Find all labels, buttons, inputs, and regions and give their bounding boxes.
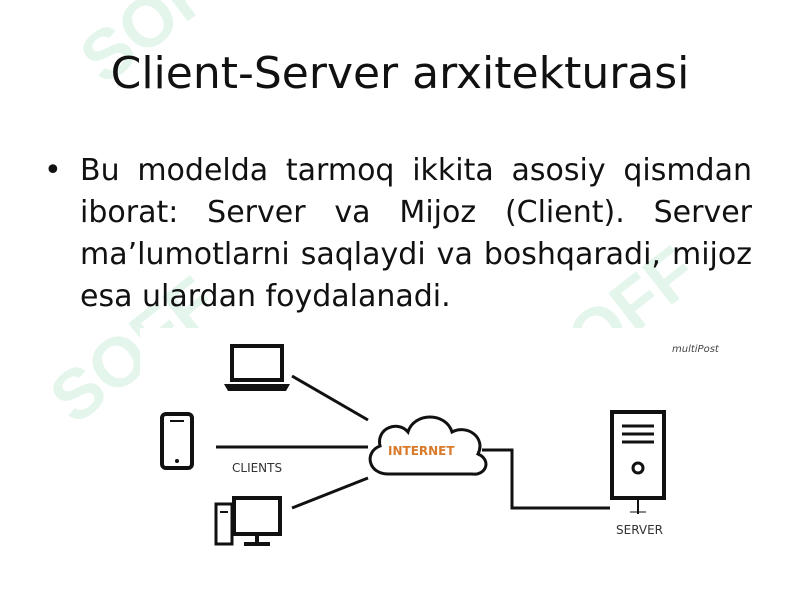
server-icon <box>610 410 666 514</box>
server-label: SERVER <box>616 523 663 537</box>
internet-label: INTERNET <box>388 444 455 458</box>
slide-title: Client-Server arxitekturasi <box>110 48 690 99</box>
laptop-icon <box>224 344 290 391</box>
smartphone-icon <box>160 412 194 470</box>
bullet-paragraph: Bu modelda tarmoq ikkita asosiy qismdan … <box>80 153 752 314</box>
bullet-marker: • <box>44 153 62 188</box>
brand-logo: multiPost <box>672 344 720 355</box>
diagram-svg: multiPost CLIENTS INTERN <box>160 344 720 546</box>
clients-label: CLIENTS <box>232 461 282 475</box>
server-connection <box>482 448 610 510</box>
laptop-connection <box>291 374 369 422</box>
internet-cloud-icon <box>368 415 488 476</box>
client-server-diagram: multiPost CLIENTS INTERN <box>140 328 740 568</box>
desktop-icon <box>214 496 282 546</box>
bullet-list: • Bu modelda tarmoq ikkita asosiy qismda… <box>44 150 752 328</box>
desktop-connection <box>291 476 369 510</box>
